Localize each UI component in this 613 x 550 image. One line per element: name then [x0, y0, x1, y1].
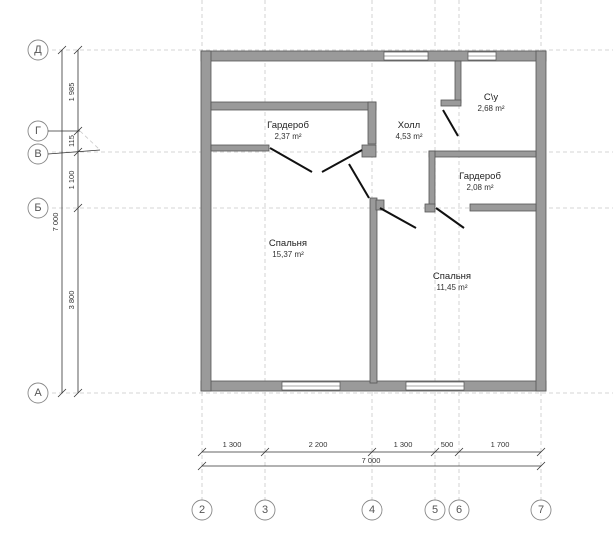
dim-left: 1 100 — [67, 171, 76, 190]
bottom-dimensions: 1 300 2 200 1 300 500 1 700 7 000 — [197, 440, 546, 471]
room-name: Гардероб — [267, 120, 309, 131]
axis-bubbles-numbers: 2 3 4 5 6 7 — [191, 499, 552, 521]
doors — [269, 109, 465, 229]
axis-label: 4 — [369, 504, 375, 516]
dim-bottom: 500 — [441, 440, 454, 449]
dim-bottom-total: 7 000 — [362, 456, 381, 465]
axis-label: В — [34, 148, 41, 160]
dim-bottom: 1 700 — [491, 440, 510, 449]
room-name: С\у — [484, 92, 499, 103]
axis-label: Г — [35, 125, 41, 137]
room-name: Гардероб — [459, 171, 501, 182]
walls — [200, 50, 547, 392]
dim-left: 3 800 — [67, 291, 76, 310]
dim-left: 115 — [67, 135, 76, 147]
axis-label: Б — [34, 202, 41, 214]
axis-label: 5 — [432, 504, 438, 516]
room-name: Спальня — [269, 238, 307, 249]
room-area: 4,53 m² — [395, 132, 422, 141]
axis-label: А — [34, 387, 42, 399]
axis-label: 7 — [538, 504, 544, 516]
room-area: 11,45 m² — [437, 283, 468, 292]
dim-left: 1 985 — [67, 83, 76, 102]
axis-label: 6 — [456, 504, 462, 516]
axis-label: 3 — [262, 504, 268, 516]
room-area: 2,37 m² — [274, 132, 301, 141]
room-area: 15,37 m² — [272, 250, 304, 259]
dim-bottom: 2 200 — [309, 440, 328, 449]
room-name: Спальня — [433, 271, 471, 282]
dim-left-total: 7 000 — [51, 213, 60, 232]
axis-bubbles-letters: Д Г В Б А — [27, 39, 101, 404]
room-name: Холл — [398, 120, 420, 131]
windows — [281, 51, 497, 391]
room-area: 2,08 m² — [466, 183, 493, 192]
dim-bottom: 1 300 — [223, 440, 242, 449]
axis-label: Д — [34, 44, 42, 56]
axis-label: 2 — [199, 504, 205, 516]
room-labels: Гардероб 2,37 m² Холл 4,53 m² С\у 2,68 m… — [267, 92, 505, 292]
room-area: 2,68 m² — [477, 104, 504, 113]
dim-bottom: 1 300 — [394, 440, 413, 449]
left-dimensions: 1 985 115 1 100 3 800 7 000 — [51, 45, 83, 398]
grid-lines — [52, 0, 613, 500]
